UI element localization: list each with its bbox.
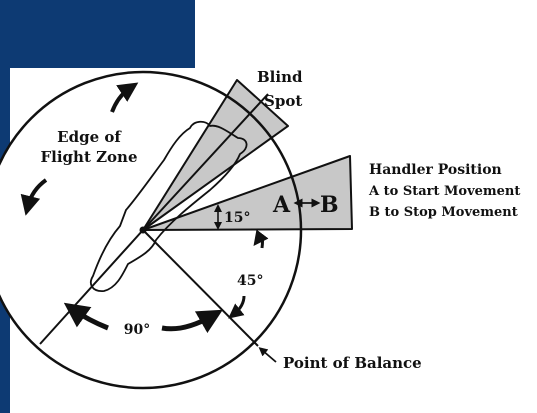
angle-45-label: 45° bbox=[237, 273, 263, 289]
rear-line bbox=[39, 229, 144, 345]
curved-arrow-icon bbox=[110, 82, 139, 113]
blind-spot-label-line-2: Spot bbox=[264, 92, 302, 110]
balance-line bbox=[142, 229, 259, 347]
flight-zone-circle bbox=[0, 70, 303, 390]
curved-arrow-icon bbox=[253, 229, 269, 249]
curved-arrow-icon bbox=[161, 309, 223, 334]
point-b-label: B bbox=[320, 192, 339, 218]
curved-arrow-icon bbox=[228, 295, 246, 319]
angle-15-label: 15° bbox=[224, 210, 250, 226]
edge-of-flight-zone-label-line-2: Flight Zone bbox=[41, 148, 138, 166]
handler-position-stop: B to Stop Movement bbox=[369, 205, 518, 220]
point-a-label: A bbox=[272, 192, 291, 218]
blind-spot-label-line-1: Blind bbox=[257, 68, 303, 86]
curved-arrow-icon bbox=[20, 178, 48, 216]
navy-background-panel bbox=[0, 0, 195, 413]
point-of-balance-label: Point of Balance bbox=[283, 354, 422, 372]
handler-position-title: Handler Position bbox=[369, 162, 502, 178]
blind-spot-wedge bbox=[142, 79, 289, 231]
pointer-arrow-icon bbox=[258, 347, 277, 363]
cow-outline bbox=[90, 120, 248, 292]
curved-arrow-icon bbox=[63, 302, 109, 331]
blind-spot-centre-line bbox=[142, 93, 269, 231]
animal-centre-point bbox=[139, 226, 147, 234]
handler-position-start: A to Start Movement bbox=[368, 184, 520, 199]
angle-90-label: 90° bbox=[124, 322, 150, 338]
edge-of-flight-zone-label-line-1: Edge of bbox=[57, 128, 122, 146]
